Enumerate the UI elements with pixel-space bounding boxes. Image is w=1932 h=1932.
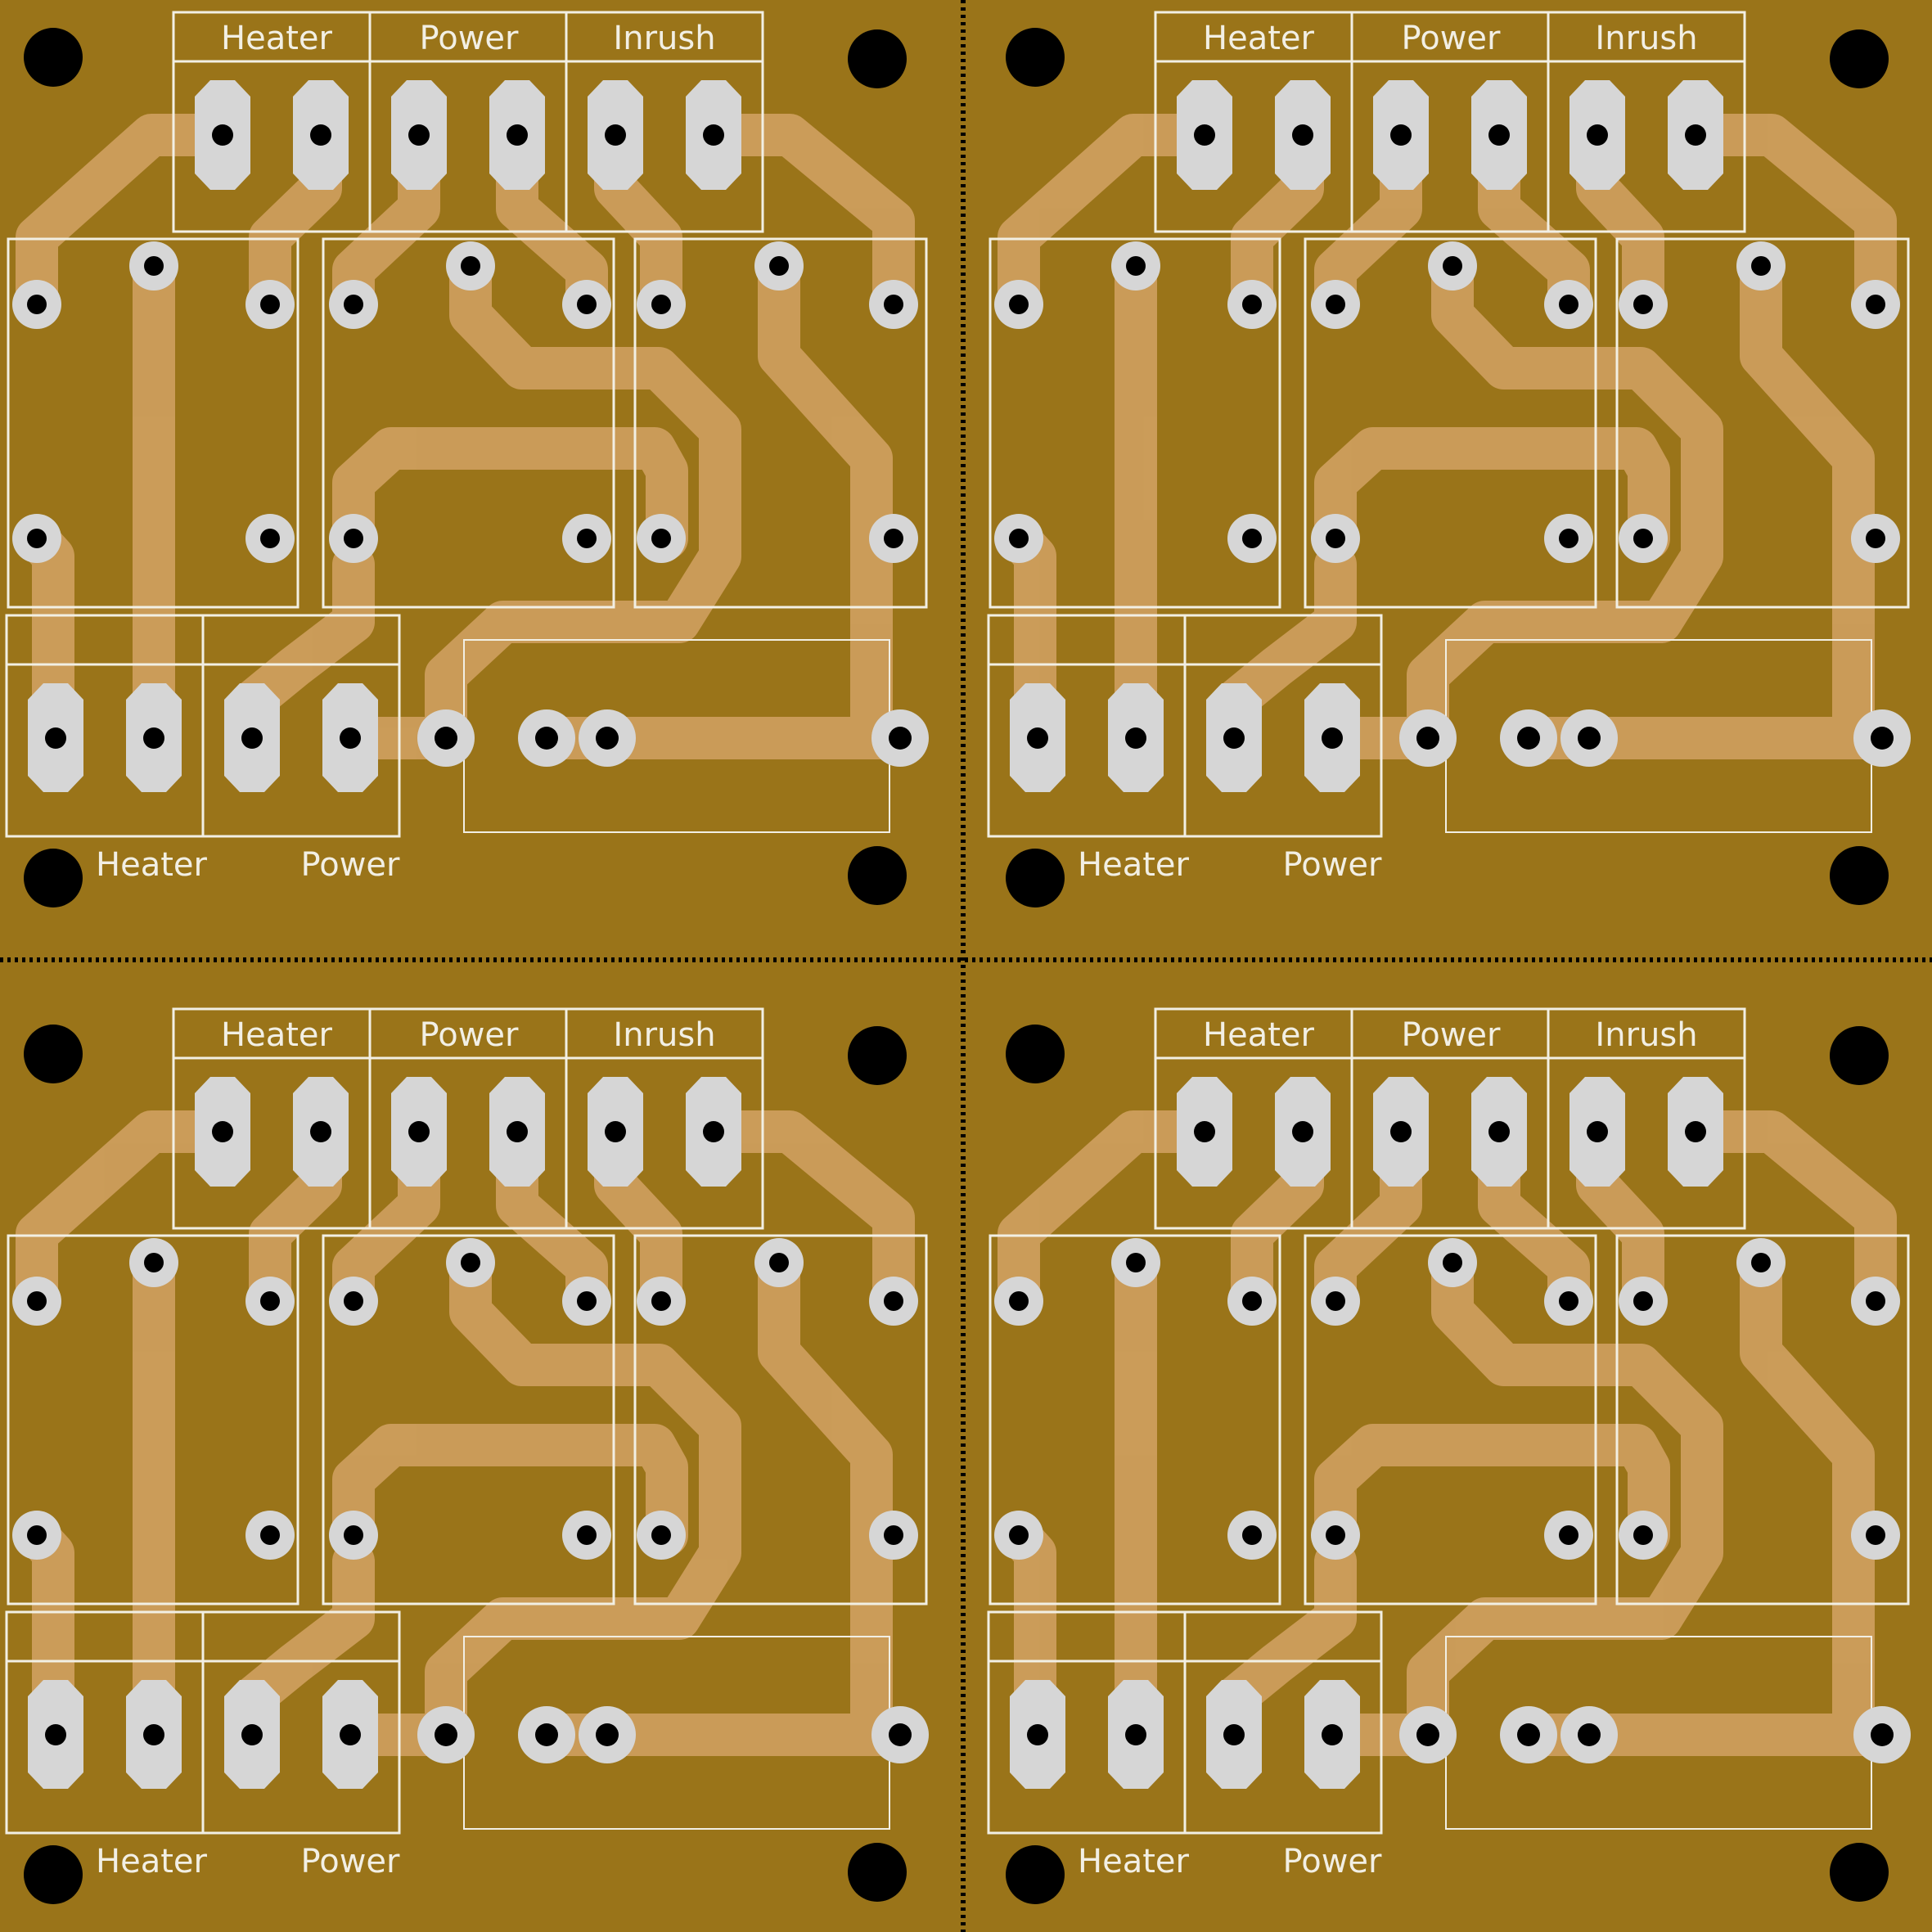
label-heater-bottom: Heater [1078, 1843, 1189, 1880]
label-heater-bottom: Heater [96, 1843, 207, 1880]
silkscreen-labels-bottom-left: Heater Power Inrush Heater Power [96, 1016, 716, 1880]
label-power-bottom: Power [1283, 1843, 1382, 1880]
label-heater-bottom: Heater [96, 846, 207, 884]
label-heater-top: Heater [1203, 1016, 1314, 1054]
label-power-top: Power [420, 1016, 519, 1054]
label-heater-top: Heater [221, 1016, 332, 1054]
label-power-bottom: Power [301, 1843, 400, 1880]
silkscreen-labels-top-left: Heater Power Inrush Heater Power [96, 20, 716, 884]
label-power-bottom: Power [301, 846, 400, 884]
label-power-top: Power [1402, 20, 1501, 57]
label-inrush-top: Inrush [1595, 20, 1697, 57]
label-inrush-top: Inrush [613, 20, 715, 57]
label-heater-top: Heater [1203, 20, 1314, 57]
label-power-top: Power [420, 20, 519, 57]
label-heater-bottom: Heater [1078, 846, 1189, 884]
label-power-top: Power [1402, 1016, 1501, 1054]
label-power-bottom: Power [1283, 846, 1382, 884]
label-inrush-top: Inrush [613, 1016, 715, 1054]
label-inrush-top: Inrush [1595, 1016, 1697, 1054]
label-heater-top: Heater [221, 20, 332, 57]
silkscreen-labels-bottom-right: Heater Power Inrush Heater Power [1078, 1016, 1698, 1880]
silkscreen-labels-top-right: Heater Power Inrush Heater Power [1078, 20, 1698, 884]
